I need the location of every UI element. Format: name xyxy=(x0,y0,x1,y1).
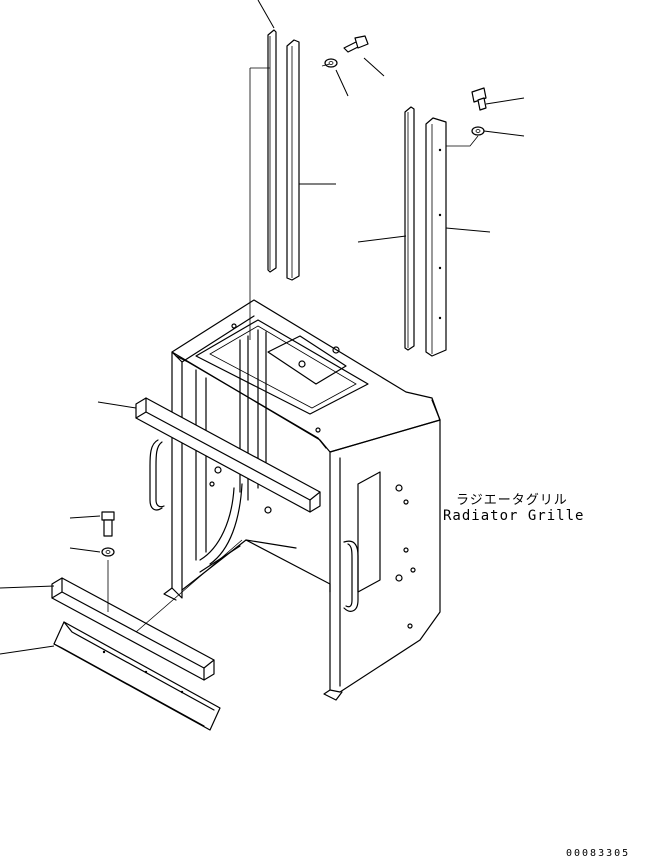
seal-strip-right xyxy=(404,106,415,351)
assembly-guide-lines xyxy=(107,63,479,633)
washer-right xyxy=(471,126,485,136)
seal-strip-thick xyxy=(286,39,300,281)
seal-strip-thin xyxy=(267,29,277,273)
bottom-channel-plate xyxy=(53,621,221,731)
cover-plate-right xyxy=(425,117,447,357)
washer-top xyxy=(324,58,338,68)
seal-block-upper xyxy=(135,397,321,513)
bolt-top xyxy=(343,35,369,53)
part-label-japanese: ラジエータグリル xyxy=(456,493,568,508)
washer-lower xyxy=(101,547,115,557)
bolt-lower xyxy=(101,511,115,537)
leader-lines xyxy=(0,0,525,655)
bolt-right xyxy=(471,87,487,111)
part-label-english: Radiator Grille xyxy=(443,508,585,524)
seal-block-lower xyxy=(51,577,215,681)
drawing-number: 00083305 xyxy=(566,848,631,859)
